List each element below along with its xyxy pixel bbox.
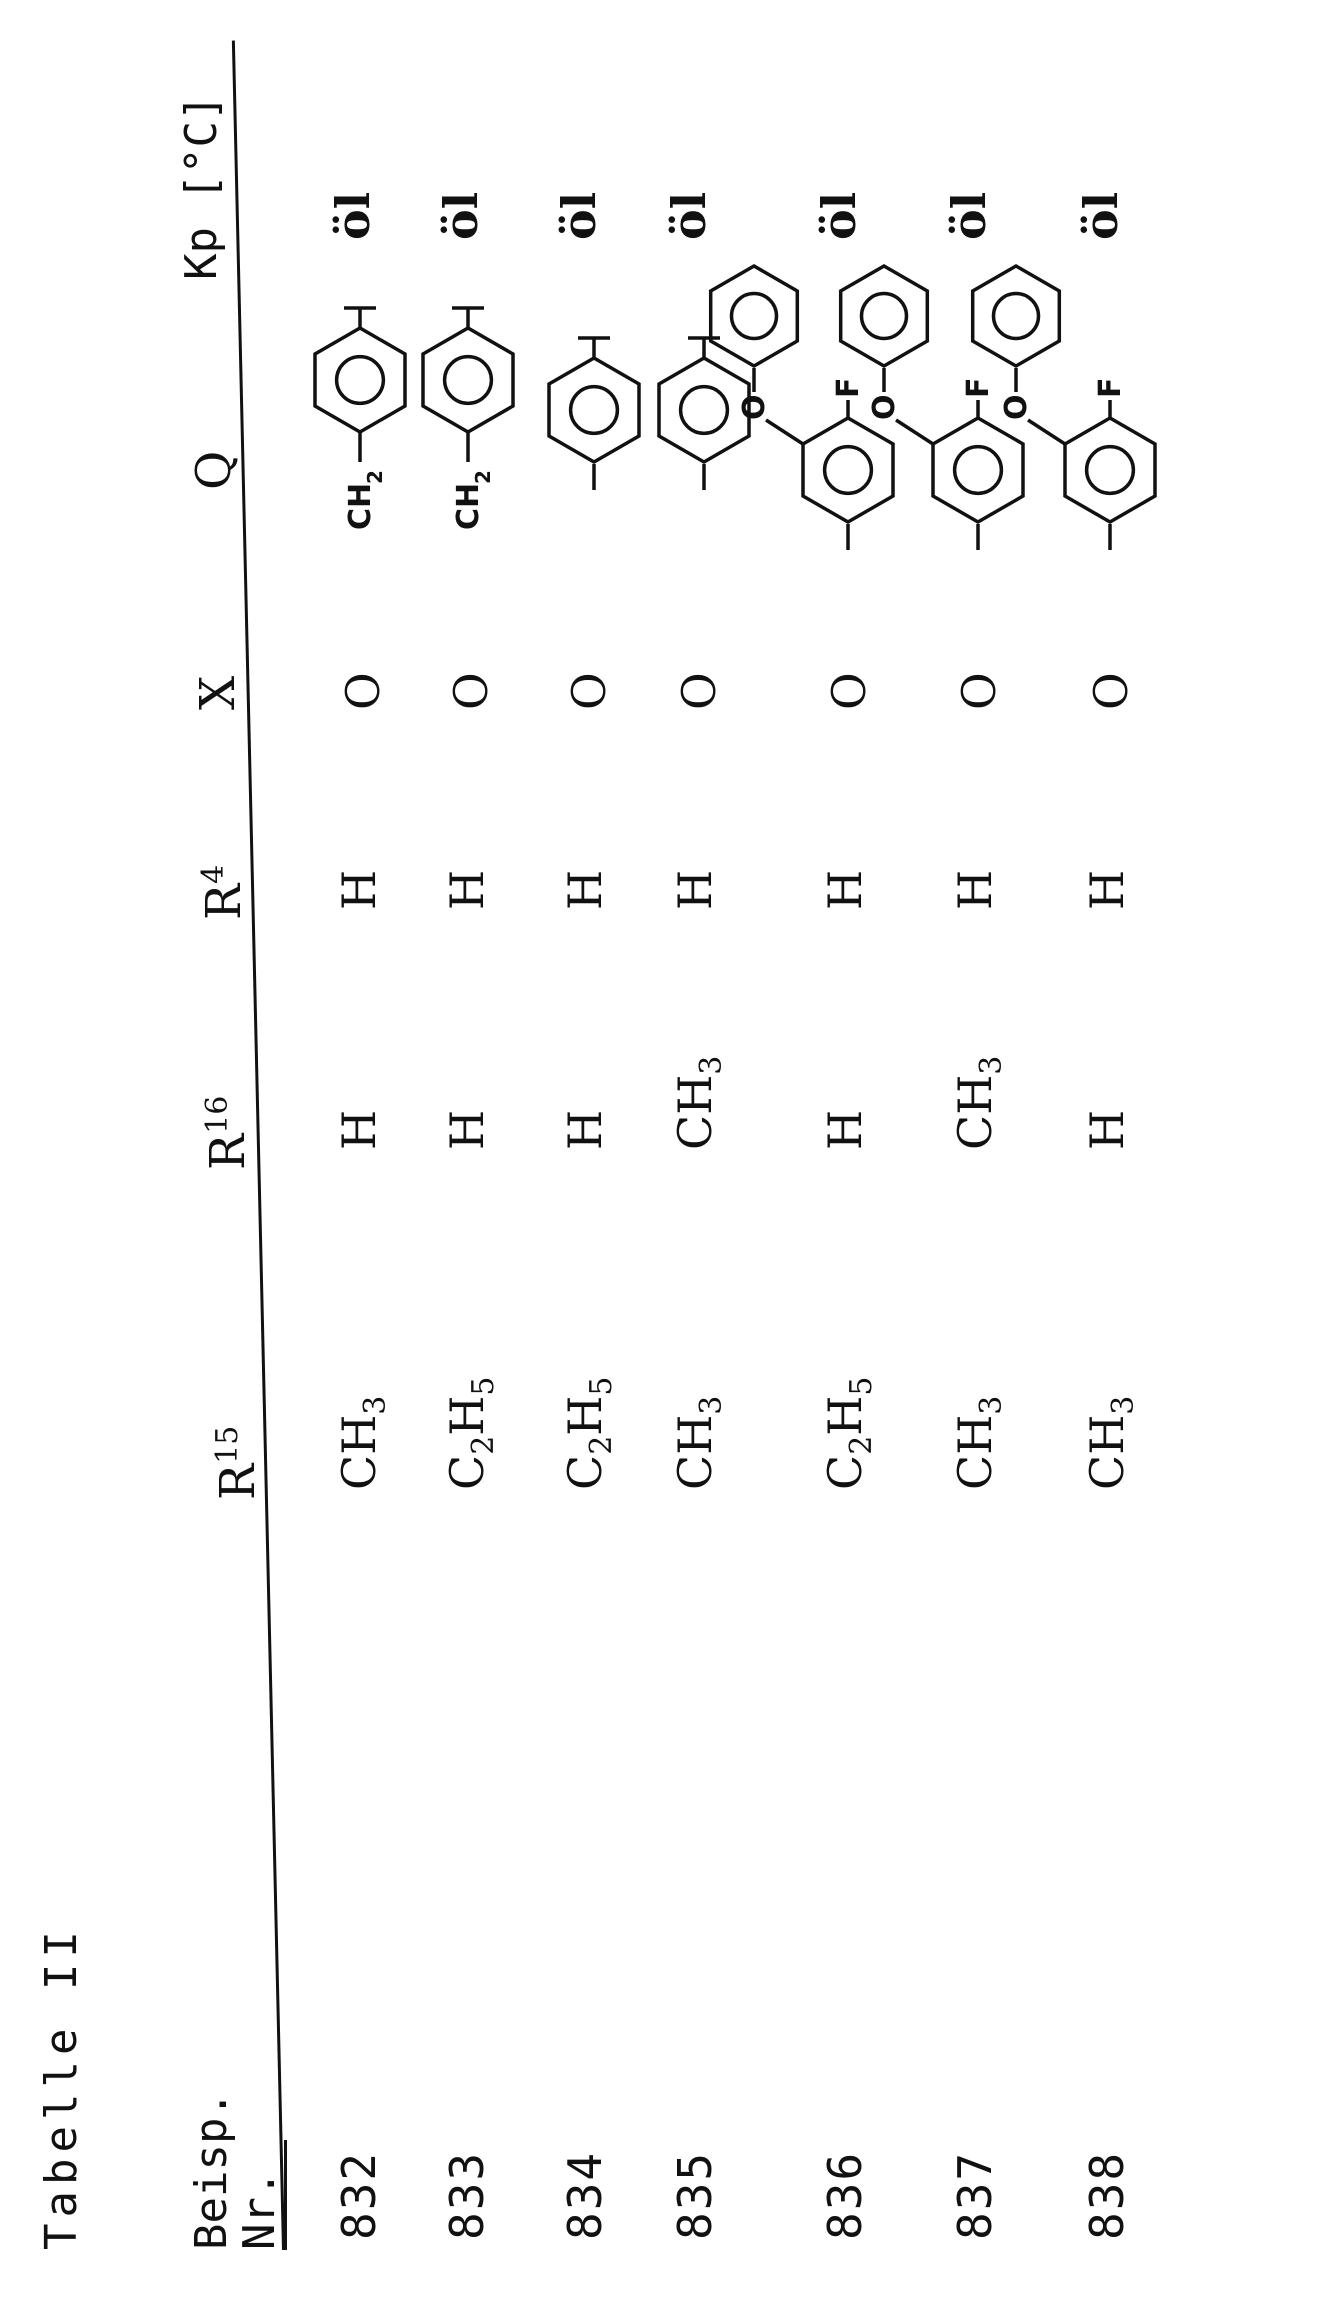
oxy-label: O [737, 394, 772, 420]
r15-part: C [440, 1455, 494, 1490]
row-x: O [822, 672, 876, 710]
header-kp: Kp [°C] [176, 95, 227, 280]
header-r4-letter: R [196, 884, 252, 920]
r15-part: C [558, 1455, 612, 1490]
row-r15: CH3 [1080, 1396, 1141, 1490]
row-x: O [444, 672, 498, 710]
q-structure-fluoro-phenoxyphenyl: OF [960, 250, 1180, 550]
row-x: O [336, 672, 390, 710]
row-nr: 836 [818, 2151, 872, 2240]
row-r4: H [440, 870, 494, 910]
header-r4: R4 [196, 865, 252, 920]
row-nr: 835 [668, 2151, 722, 2240]
row-r4: H [948, 870, 1002, 910]
ch2-index: 2 [363, 470, 387, 484]
r15-index-b: 5 [844, 1376, 879, 1395]
r15-part: CH [948, 1415, 1002, 1490]
r15-index-b: 5 [584, 1376, 619, 1395]
r15-part-b: H [558, 1396, 612, 1436]
header-r16-index: 16 [200, 1096, 235, 1134]
oxy-label: O [999, 394, 1034, 420]
header-r16-letter: R [200, 1134, 256, 1170]
r15-index: 3 [974, 1396, 1009, 1415]
r16-part: H [818, 1110, 872, 1150]
r15-index: 2 [466, 1436, 501, 1455]
header-beisp: Beisp. [186, 2091, 237, 2250]
table-title: Tabelle II [36, 1925, 87, 2250]
row-r16: CH3 [948, 1056, 1009, 1150]
row-nr: 837 [948, 2151, 1002, 2240]
r16-index: 3 [694, 1056, 729, 1075]
row-kp: öl [434, 192, 488, 240]
row-nr: 834 [558, 2151, 612, 2240]
r15-index: 3 [358, 1396, 393, 1415]
row-r15: CH3 [668, 1396, 729, 1490]
r15-index: 2 [584, 1436, 619, 1455]
r15-part: CH [668, 1415, 722, 1490]
row-kp: öl [662, 192, 716, 240]
row-r15: C2H5 [818, 1376, 879, 1490]
row-r15: C2H5 [440, 1376, 501, 1490]
row-r16: H [440, 1110, 494, 1150]
row-r4: H [332, 870, 386, 910]
header-r15-index: 15 [210, 1426, 245, 1464]
r15-index-b: 5 [466, 1376, 501, 1395]
row-r4: H [1080, 870, 1134, 910]
header-r4-index: 4 [196, 865, 231, 884]
row-r16: H [1080, 1110, 1134, 1150]
row-x: O [1084, 672, 1138, 710]
header-r15: R15 [210, 1426, 266, 1500]
row-kp: öl [552, 192, 606, 240]
row-kp: öl [812, 192, 866, 240]
row-kp: öl [326, 192, 380, 240]
r15-index: 2 [844, 1436, 879, 1455]
r15-part-b: H [818, 1396, 872, 1436]
row-r16: H [558, 1110, 612, 1150]
row-r16: H [332, 1110, 386, 1150]
header-q: Q [186, 451, 242, 490]
row-nr: 833 [440, 2151, 494, 2240]
row-x: O [952, 672, 1006, 710]
header-x: X [190, 676, 246, 710]
r15-index: 3 [1106, 1396, 1141, 1415]
row-r15: C2H5 [558, 1376, 619, 1490]
row-r16: CH3 [668, 1056, 729, 1150]
r16-part: H [1080, 1110, 1134, 1150]
r16-index: 3 [974, 1056, 1009, 1075]
ch2-label: CH [451, 483, 486, 530]
r16-part: H [440, 1110, 494, 1150]
row-nr: 838 [1080, 2151, 1134, 2240]
row-r4: H [818, 870, 872, 910]
r16-part: CH [668, 1075, 722, 1150]
header-r15-letter: R [210, 1464, 266, 1500]
row-r15: CH3 [332, 1396, 393, 1490]
row-r4: H [668, 870, 722, 910]
row-kp: öl [942, 192, 996, 240]
header-nr: Nr. [234, 2171, 285, 2250]
fluor-label: F [1093, 378, 1128, 399]
header-r16: R16 [200, 1096, 256, 1170]
r15-part: C [818, 1455, 872, 1490]
r16-part: H [558, 1110, 612, 1150]
r15-part: CH [1080, 1415, 1134, 1490]
row-r16: H [818, 1110, 872, 1150]
r15-part: CH [332, 1415, 386, 1490]
row-r15: CH3 [948, 1396, 1009, 1490]
row-x: O [672, 672, 726, 710]
row-r4: H [558, 870, 612, 910]
row-x: O [562, 672, 616, 710]
ch2-index: 2 [471, 470, 495, 484]
r16-part: CH [948, 1075, 1002, 1150]
r15-index: 3 [694, 1396, 729, 1415]
nr-underline [284, 2140, 287, 2250]
oxy-label: O [867, 394, 902, 420]
row-nr: 832 [332, 2151, 386, 2240]
r15-part-b: H [440, 1396, 494, 1436]
row-kp: öl [1074, 192, 1128, 240]
ch2-label: CH [343, 483, 378, 530]
r16-part: H [332, 1110, 386, 1150]
